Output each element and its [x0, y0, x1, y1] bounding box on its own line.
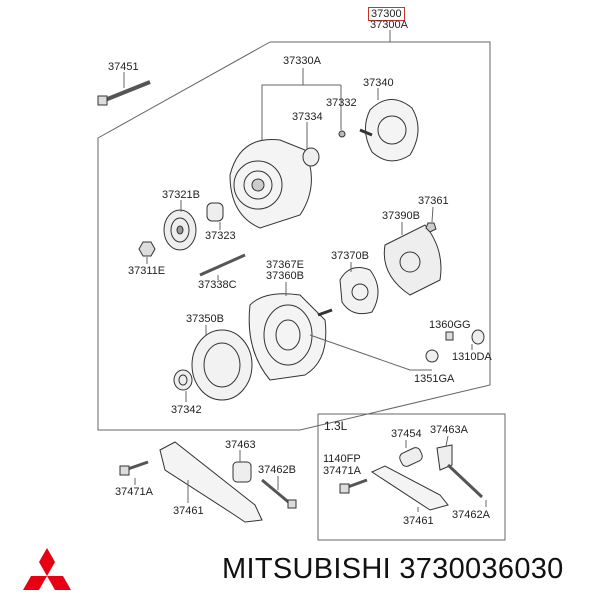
part-label: 37454: [391, 428, 422, 440]
part-label: 37350B: [186, 313, 224, 325]
part-label: 37342: [171, 404, 202, 416]
part-label: 37451: [108, 61, 139, 73]
part-label: 1351GA: [414, 373, 455, 385]
part-label: 37461: [403, 515, 434, 527]
inset-title: 1.3L: [324, 419, 348, 433]
part-label: 37330A: [283, 55, 321, 67]
bolt-37451: [97, 72, 151, 106]
part-label: 37340: [363, 77, 394, 89]
brush-holder-37370B: [339, 262, 379, 315]
main-frame: [97, 41, 491, 431]
rear-housing-37330A: [229, 68, 346, 229]
through-bolt-37338C: [199, 253, 246, 280]
brand-name: MITSUBISHI: [222, 553, 391, 585]
part-label: 37471A: [115, 486, 153, 498]
part-label: 37462A: [452, 509, 490, 521]
inset-frame: [317, 413, 506, 541]
part-label: 37311E: [128, 265, 166, 277]
part-label: 37462B: [258, 464, 296, 476]
bearing-37342: [173, 369, 193, 402]
part-label: 37334: [292, 111, 323, 123]
rotor-37340: [359, 88, 419, 162]
part-label: 37321B: [162, 189, 200, 201]
bracket-37461: [119, 441, 297, 523]
spacer-37323: [206, 202, 224, 230]
part-label: 37361: [418, 195, 449, 207]
pulley-37321B: [163, 200, 197, 251]
inset-parts: [339, 435, 487, 512]
part-label: 37367E: [266, 259, 304, 271]
hardware-1360GG-1310DA-1351GA: [309, 329, 485, 371]
brand-part-caption: MITSUBISHI 3730036030: [222, 553, 564, 586]
part-label: 1310DA: [452, 351, 492, 363]
part-label: 37338C: [198, 279, 237, 291]
cover-37390B: [383, 206, 442, 296]
part-label: 37332: [326, 97, 357, 109]
part-label-header: 37300A: [370, 19, 408, 31]
nut-37311E: [138, 241, 156, 264]
part-label: 37463A: [430, 424, 468, 436]
part-label: 37323: [205, 230, 236, 242]
part-number: 3730036030: [399, 553, 564, 585]
part-label: 1140FP: [323, 453, 361, 465]
part-label: 37390B: [382, 210, 420, 222]
part-label: 37461: [173, 505, 204, 517]
part-label-header-boxed: 37300: [368, 7, 405, 21]
part-label: 37370B: [331, 250, 369, 262]
front-housing-37360B: [248, 282, 333, 381]
part-label: 37463: [225, 439, 256, 451]
part-label: 1360GG: [429, 319, 471, 331]
part-label: 37360B: [266, 270, 304, 282]
stator-37350B: [191, 325, 253, 401]
part-label: 37471A: [323, 465, 361, 477]
mitsubishi-logo: [23, 548, 71, 590]
